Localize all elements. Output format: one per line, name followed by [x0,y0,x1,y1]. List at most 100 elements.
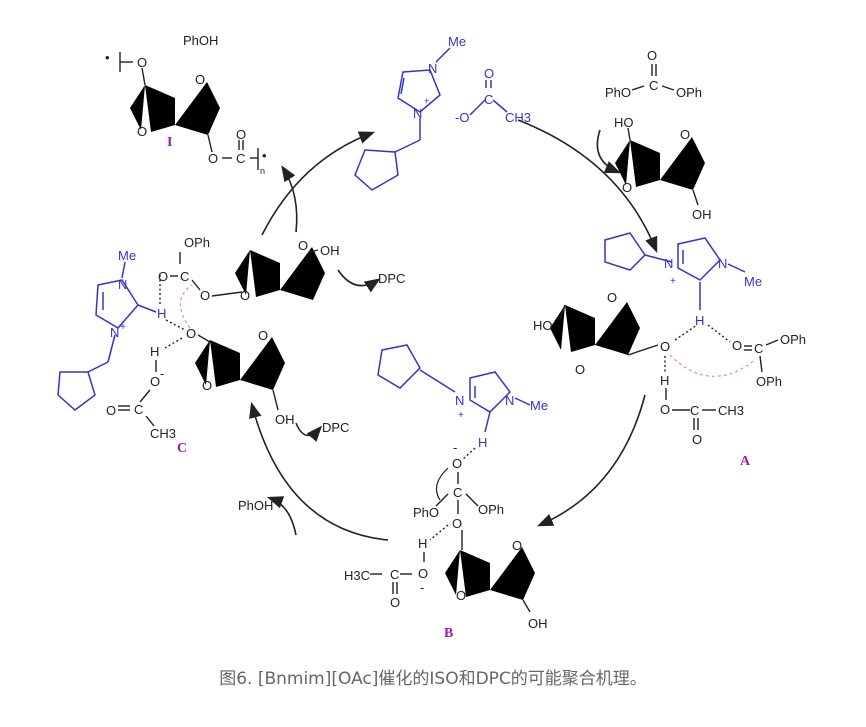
svg-text:O: O [512,538,522,553]
catalyst-bnmim-oac: N N + Me -O O C CH3 [354,34,531,191]
svg-text:H: H [660,373,669,388]
svg-text:OPh: OPh [184,235,210,250]
svg-text:Me: Me [118,248,136,263]
svg-text:O: O [607,290,617,305]
svg-text:H: H [418,536,427,551]
figure-caption: 图6. [Bnmim][OAc]催化的ISO和DPC的可能聚合机理。 [219,669,647,689]
svg-text:PhO: PhO [605,85,631,100]
svg-text:OPh: OPh [756,374,782,389]
dpc-label-1: DPC [378,271,405,286]
cycle-arrow-2 [517,119,658,253]
svg-text:Me: Me [530,398,548,413]
intermediate-B: - O C PhO OPh O OH O O H O C O H3C - B [344,440,548,641]
svg-text:OPh: OPh [780,332,806,347]
svg-text:CH3: CH3 [505,110,531,125]
svg-text:B: B [444,626,453,641]
svg-text:H: H [478,435,487,450]
svg-text:C: C [484,92,493,107]
svg-text:O: O [137,55,147,70]
svg-text:O: O [390,595,400,610]
svg-text:I: I [167,135,172,150]
svg-text:OH: OH [692,207,712,222]
svg-text:A: A [740,454,751,469]
svg-text:H: H [150,344,159,359]
svg-text:-: - [160,366,164,381]
svg-text:N: N [505,393,514,408]
svg-text:H: H [695,313,704,328]
svg-text:HO: HO [614,115,634,130]
svg-text:O: O [150,374,160,389]
svg-text:CH3: CH3 [150,426,176,441]
svg-text:-: - [453,440,457,455]
cycle-arrow-1 [261,131,375,236]
svg-text:O: O [418,566,428,581]
intermediate-C-cation: N N + Me H [57,248,166,411]
svg-text:O: O [452,516,462,531]
svg-text:OPh: OPh [676,85,702,100]
svg-text:N: N [413,106,422,121]
intermediate-B-cation: N N + Me H [377,344,548,450]
svg-text:O: O [452,456,462,471]
svg-text:n: n [260,166,265,176]
svg-text:OH: OH [320,243,340,258]
svg-text:O: O [158,269,168,284]
svg-text:Me: Me [744,274,762,289]
svg-text:H: H [157,306,166,321]
svg-text:-O: -O [455,110,469,125]
svg-text:N: N [664,256,673,271]
svg-text:C: C [390,567,399,582]
svg-text:•: • [105,50,110,65]
svg-text:C: C [649,78,658,93]
svg-text:O: O [692,432,702,447]
svg-text:C: C [134,402,143,417]
svg-text:C: C [453,485,462,500]
cycle-arrow-4 [249,401,389,541]
svg-text:C: C [177,441,187,456]
svg-text:O: O [240,288,250,303]
svg-text:H3C: H3C [344,568,370,583]
svg-text:+: + [670,276,676,287]
svg-text:OH: OH [275,412,295,427]
svg-text:+: + [120,322,126,333]
svg-text:CH3: CH3 [718,403,744,418]
svg-text:O: O [195,72,205,87]
svg-text:C: C [754,341,763,356]
svg-text:+: + [424,96,429,106]
svg-text:OH: OH [528,616,548,631]
svg-text:+: + [458,410,464,421]
intermediate-C: OPh O C O OH O O O OH O O H O - C O CH3 … [106,235,340,456]
svg-text:O: O [575,362,585,377]
svg-text:O: O [137,124,147,139]
svg-text:N: N [110,325,119,340]
svg-text:OPh: OPh [478,502,504,517]
svg-text:O: O [660,402,670,417]
svg-text:O: O [186,326,196,341]
phoh-release-arrow [281,165,298,233]
svg-text:O: O [106,403,116,418]
svg-text:O: O [622,180,632,195]
dpc-label-2: DPC [322,420,349,435]
svg-text:PhOH: PhOH [183,33,218,48]
phoh-release-arrow-2 [266,496,297,536]
svg-text:N: N [428,61,437,76]
svg-text:N: N [455,393,464,408]
intermediate-A-cation: N N + Me H [604,232,762,328]
svg-text:C: C [236,151,245,166]
reactants-iso-dpc: O C PhO OPh HO OH O O [605,48,712,222]
svg-text:C: C [180,269,189,284]
svg-text:O: O [200,288,210,303]
svg-text:O: O [208,151,218,166]
svg-text:N: N [718,256,727,271]
svg-text:Me: Me [448,34,466,49]
svg-text:O: O [660,339,670,354]
svg-text:O: O [258,328,268,343]
svg-text:O: O [202,378,212,393]
mechanism-diagram: O • O O O O C n • PhOH I N N + Me -O O C… [57,33,806,641]
polymer-product-I: O • O O O O C n • PhOH I [105,33,267,176]
svg-text:O: O [298,238,308,253]
dpc-release-arrow-1 [337,269,381,293]
svg-text:C: C [690,403,699,418]
dpc-release-arrow-2 [295,422,323,442]
cycle-arrow-3 [537,394,646,527]
svg-text:O: O [680,127,690,142]
